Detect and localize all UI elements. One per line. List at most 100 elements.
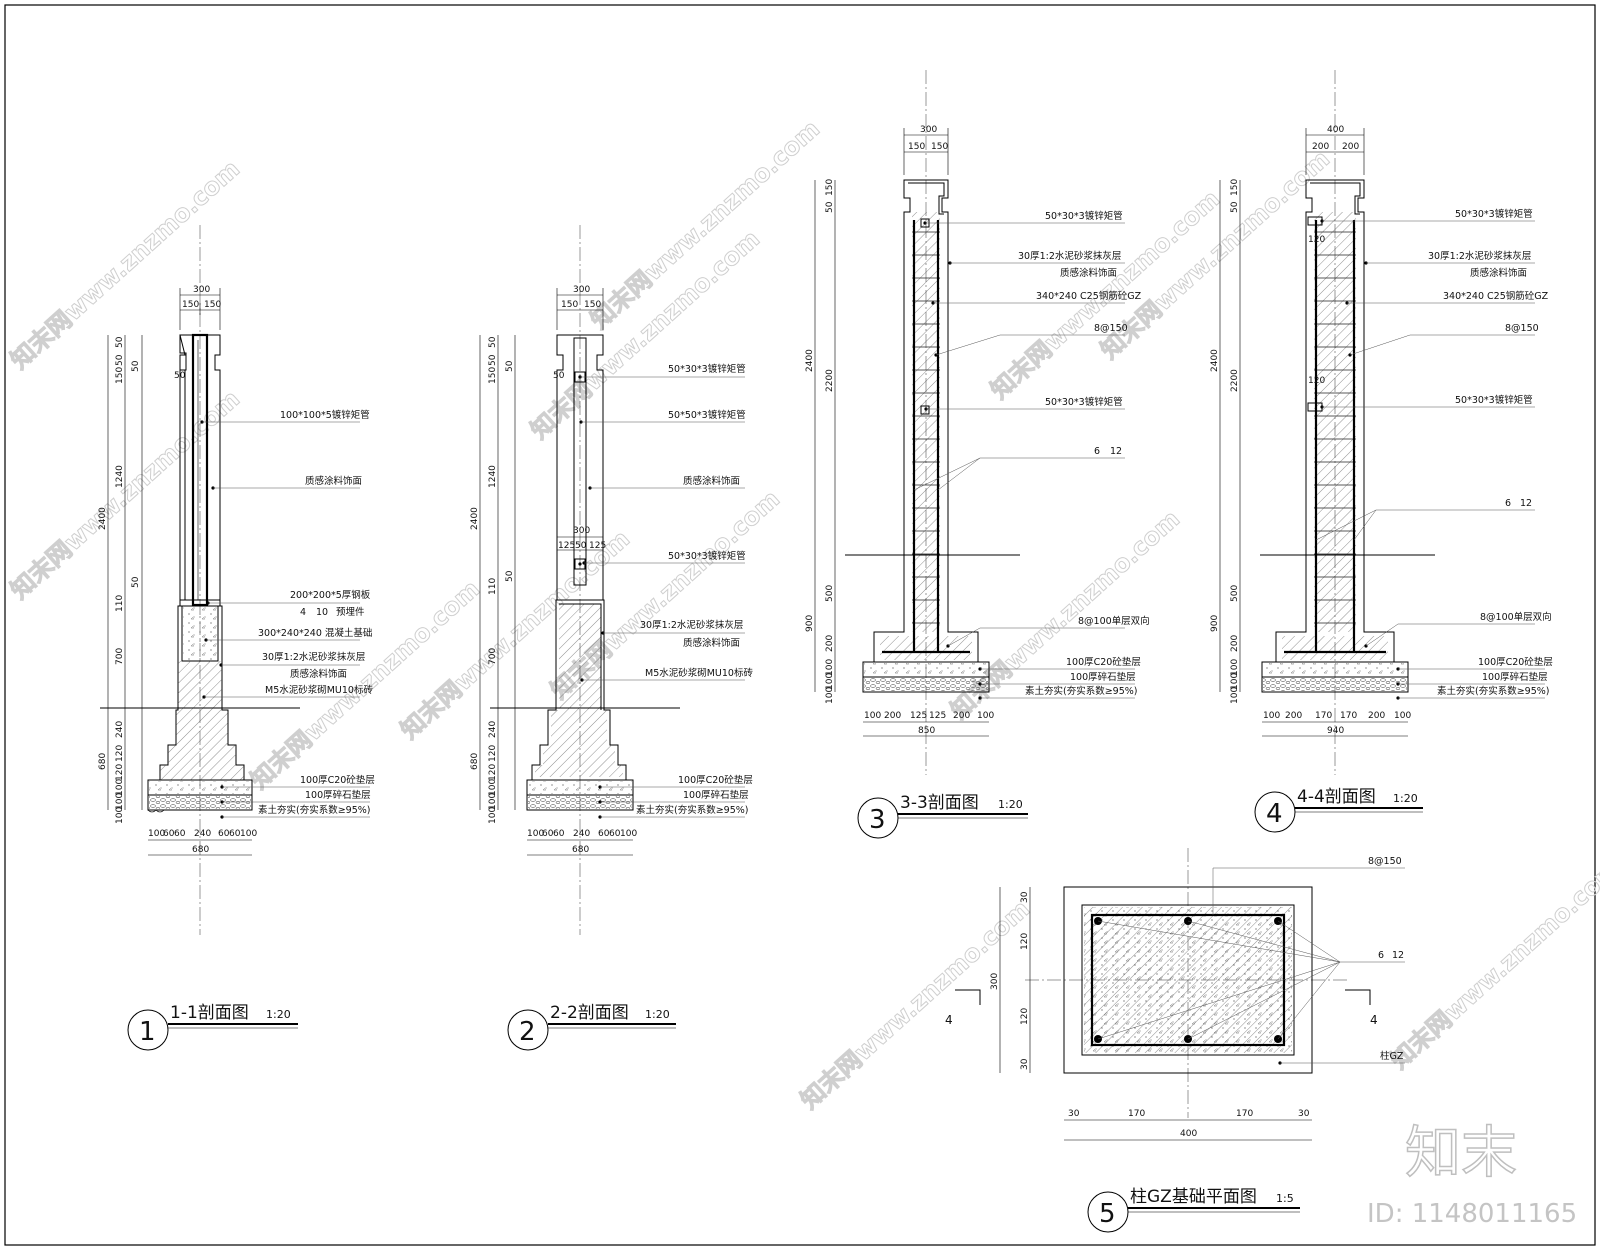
- note-text: 质感涂料饰面: [1060, 267, 1117, 279]
- note-text: 12: [1520, 498, 1532, 509]
- note-text: 8@100单层双向: [1480, 611, 1552, 623]
- dim-text: 300: [573, 526, 590, 536]
- dim-text: 150: [204, 300, 221, 310]
- dim-text: 120: [1308, 235, 1325, 245]
- note-text: 50*30*3镀锌矩管: [1045, 210, 1123, 222]
- note-text: 素土夯实(夯实系数≥95%): [258, 804, 371, 816]
- dim-text: 60: [218, 829, 230, 839]
- dim-text: 100: [977, 711, 994, 721]
- dim-text: 240: [488, 721, 498, 738]
- note-text: 50*50*3镀锌矩管: [668, 409, 746, 421]
- dim-text: 60: [174, 829, 186, 839]
- dim-text: 60: [598, 829, 610, 839]
- dim-text: 120: [488, 745, 498, 762]
- dim-text: 150: [115, 367, 125, 384]
- dim-text: 100: [825, 687, 835, 704]
- section-3-3: 300 150 150 50 150 2200 2400 500 200 900…: [805, 70, 1150, 839]
- note-text: 340*240 C25钢筋砼GZ: [1036, 290, 1142, 302]
- note-text: 预埋件: [336, 606, 365, 618]
- note-text: 340*240 C25钢筋砼GZ: [1443, 290, 1549, 302]
- left-dimension-chain: 50 50 150 50 50 1240 2400 110 50 700 240…: [470, 336, 565, 824]
- dim-text: 240: [194, 829, 211, 839]
- dim-text: 170: [1340, 711, 1357, 721]
- dim-text: 100: [1230, 687, 1240, 704]
- dim-text: 2400: [98, 507, 108, 530]
- watermark-text: 知末网www.znzmo.com: [795, 895, 1035, 1115]
- dim-text: 100: [825, 659, 835, 676]
- note-text: 300*240*240 混凝土基础: [258, 627, 372, 639]
- annotation-notes: 50*30*3镀锌矩管 30厚1:2水泥砂浆抹灰层 质感涂料饰面 340*240…: [1315, 208, 1553, 700]
- dim-text: 100: [115, 807, 125, 824]
- note-text: 8@150: [1094, 323, 1128, 334]
- dim-text: 100: [864, 711, 881, 721]
- dim-text: 300: [920, 125, 937, 135]
- note-text: 50*30*3镀锌矩管: [1455, 394, 1533, 406]
- section-scale: 1:20: [1393, 792, 1418, 805]
- brand-id: ID: 1148011165: [1367, 1199, 1577, 1229]
- dim-text: 100: [240, 829, 257, 839]
- dim-text: 125: [558, 541, 575, 551]
- dim-text: 2400: [1210, 349, 1220, 372]
- dim-text: 2200: [1230, 369, 1240, 392]
- dim-text: 50: [505, 360, 515, 372]
- note-text: 质感涂料饰面: [305, 475, 362, 487]
- note-text: 素土夯实(夯实系数≥95%): [636, 804, 749, 816]
- dim-text: 200: [1368, 711, 1385, 721]
- note-text: 素土夯实(夯实系数≥95%): [1025, 685, 1138, 697]
- dim-text: 170: [1315, 711, 1332, 721]
- bottom-dimension-chain: 100 60 60 240 60 60 100 680: [527, 829, 637, 855]
- dim-text: 100: [488, 807, 498, 824]
- dim-text: 100: [620, 829, 637, 839]
- note-text: 100厚C20砼垫层: [300, 774, 375, 786]
- dim-text: 100: [825, 673, 835, 690]
- dim-text: 120: [115, 764, 125, 781]
- cut-mark-label: 4: [945, 1013, 953, 1027]
- dim-text: 30: [1020, 891, 1030, 903]
- dim-text: 940: [1327, 726, 1344, 736]
- note-text: 质感涂料饰面: [290, 668, 347, 680]
- note-text: 10: [316, 607, 328, 618]
- watermark-layer: 知末网www.znzmo.com 知末网www.znzmo.com 知末网www…: [5, 114, 1600, 1115]
- dim-text: 300: [990, 973, 1000, 990]
- dim-text: 50: [825, 201, 835, 213]
- dim-text: 680: [98, 753, 108, 770]
- dim-text: 300: [573, 285, 590, 295]
- dim-text: 60: [553, 829, 565, 839]
- dim-text: 120: [1308, 376, 1325, 386]
- dim-text: 200: [1285, 711, 1302, 721]
- note-text: 4: [300, 607, 306, 618]
- dim-text: 50: [131, 576, 141, 588]
- note-text: 50*30*3镀锌矩管: [668, 550, 746, 562]
- note-text: 30厚1:2水泥砂浆抹灰层: [262, 651, 365, 663]
- dim-text: 110: [488, 578, 498, 595]
- note-text: 100厚碎石垫层: [305, 789, 371, 801]
- dim-text: 900: [1210, 615, 1220, 632]
- section-scale: 1:20: [998, 798, 1023, 811]
- note-text: 100厚C20砼垫层: [1478, 656, 1553, 668]
- section-4-4: 120 120 400 200 200 50 150 2200 2400 500…: [1210, 70, 1553, 833]
- dim-text: 60: [163, 829, 175, 839]
- note-text: 100厚碎石垫层: [1070, 671, 1136, 683]
- dim-text: 240: [115, 721, 125, 738]
- dim-text: 680: [572, 845, 589, 855]
- note-text: 8@150: [1505, 323, 1539, 334]
- dim-text: 200: [825, 635, 835, 652]
- watermark-text: 知末网www.znzmo.com: [1385, 855, 1600, 1075]
- dim-text: 100: [115, 793, 125, 810]
- section-title: 4 4-4剖面图 1:20: [1254, 787, 1423, 833]
- annotation-notes: 8@150 6 12 柱GZ: [1097, 856, 1405, 1065]
- dim-text: 300: [193, 285, 210, 295]
- dim-text: 1240: [115, 465, 125, 488]
- dim-text: 2400: [805, 349, 815, 372]
- note-text: 50*30*3镀锌矩管: [668, 363, 746, 375]
- note-text: 8@150: [1368, 856, 1402, 867]
- note-text: 30厚1:2水泥砂浆抹灰层: [640, 619, 743, 631]
- note-text: 100厚碎石垫层: [1482, 671, 1548, 683]
- dim-text: 170: [1128, 1109, 1145, 1119]
- dim-text: 120: [115, 745, 125, 762]
- dim-text: 200: [1230, 635, 1240, 652]
- note-text: 质感涂料饰面: [683, 475, 740, 487]
- note-text: 30厚1:2水泥砂浆抹灰层: [1428, 250, 1531, 262]
- dim-text: 680: [192, 845, 209, 855]
- dim-text: 100: [1263, 711, 1280, 721]
